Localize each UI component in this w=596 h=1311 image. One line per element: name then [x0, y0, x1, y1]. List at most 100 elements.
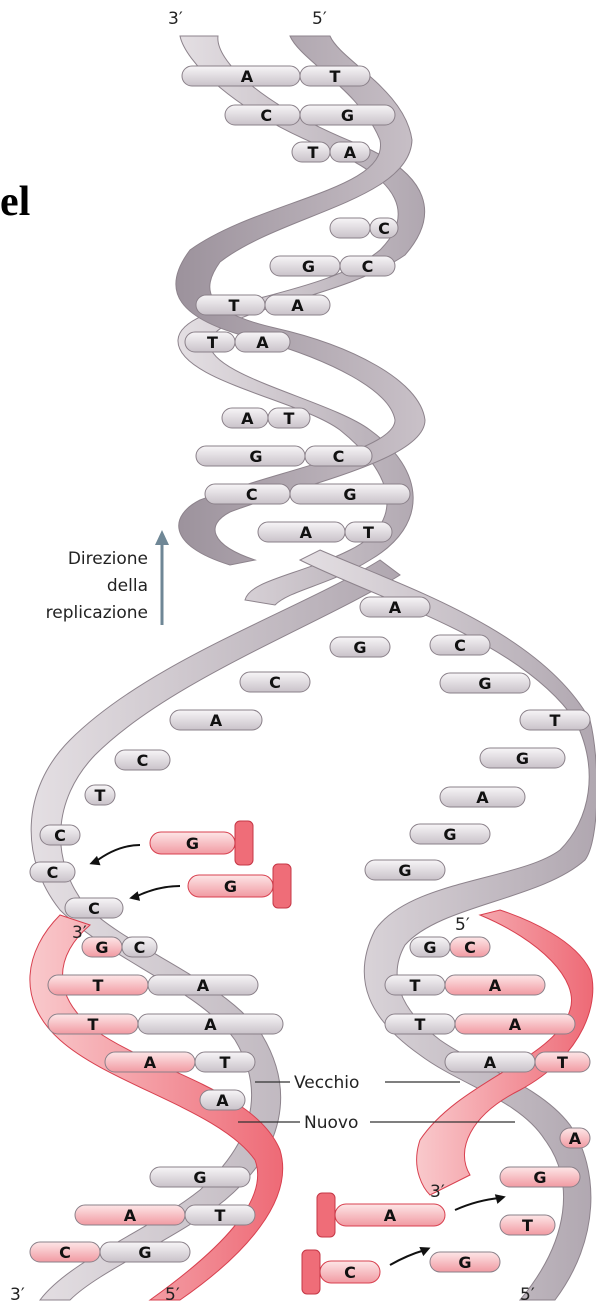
base-letter: G — [224, 877, 237, 896]
fork-right-base: T — [520, 710, 590, 730]
base-letter: A — [300, 523, 313, 542]
base-letter: T — [284, 409, 295, 428]
direction-label-line-1: Direzione — [68, 549, 148, 569]
left-daughter-pair: G — [150, 1167, 250, 1187]
right-daughter-pair: A — [560, 1128, 590, 1148]
end-label-bottom-2: 5′ — [165, 1285, 180, 1305]
base-bar — [330, 218, 370, 238]
base-letter: A — [256, 333, 269, 352]
base-letter: G — [533, 1168, 546, 1187]
old-strand-ribbons — [31, 36, 596, 1300]
fork-right-base: A — [360, 597, 430, 617]
base-letter: A — [197, 976, 210, 995]
base-letter: T — [410, 976, 421, 995]
base-letter: C — [333, 447, 345, 466]
base-letter: A — [489, 976, 502, 995]
fork-right-base: G — [480, 748, 565, 768]
end-label-lower-right: 3′ — [430, 1182, 445, 1202]
base-letter: C — [54, 826, 66, 845]
arrow — [135, 886, 180, 897]
base-letter: T — [415, 1015, 426, 1034]
phosphate-cap — [273, 864, 291, 908]
right-daughter-pair: G — [500, 1167, 580, 1187]
fork-left-base: G — [330, 637, 390, 657]
base-letter: A — [509, 1015, 522, 1034]
base-letter: T — [307, 143, 318, 162]
base-letter: G — [478, 674, 491, 693]
end-label-bottom-3: 5′ — [520, 1285, 535, 1305]
base-letter: T — [207, 333, 218, 352]
base-letter: T — [330, 67, 341, 86]
phosphate-cap — [235, 821, 253, 865]
phosphate-cap — [302, 1250, 320, 1294]
base-letter: A — [124, 1206, 137, 1225]
base-letter: A — [344, 143, 357, 162]
base-letter: T — [557, 1053, 568, 1072]
base-letter: G — [516, 749, 529, 768]
fork-left-base: A — [170, 710, 262, 730]
direction-arrow — [155, 530, 169, 625]
arrow — [455, 1198, 500, 1210]
base-letter: C — [344, 1263, 356, 1282]
base-letter: A — [476, 788, 489, 807]
base-pair: GC — [270, 256, 395, 276]
base-letter: T — [550, 711, 561, 730]
arrow-head — [89, 856, 100, 865]
base-letter: C — [134, 938, 146, 957]
arrow — [95, 845, 140, 862]
fork-right-base: G — [440, 673, 530, 693]
base-letter: G — [341, 106, 354, 125]
base-letter: A — [241, 409, 254, 428]
base-letter: G — [458, 1253, 471, 1272]
base-letter: C — [269, 673, 281, 692]
left-daughter-pair: A — [200, 1090, 245, 1110]
base-pair: CG — [225, 105, 395, 125]
right-daughter-pair: G — [430, 1252, 500, 1272]
arrow-head — [495, 1194, 506, 1204]
fork-right-base: C — [430, 635, 490, 655]
base-letter: T — [88, 1015, 99, 1034]
fork-left-base: T — [85, 785, 115, 805]
base-letter: G — [302, 257, 315, 276]
incoming-nucleotide: A — [317, 1193, 506, 1237]
incoming-nucleotide: G — [89, 821, 253, 865]
base-letter: T — [228, 296, 239, 315]
fork-left-base: C — [65, 898, 123, 918]
base-letter: C — [137, 751, 149, 770]
base-letter: C — [47, 863, 59, 882]
base-letter: C — [362, 257, 374, 276]
end-label-mid-right: 5′ — [455, 915, 470, 935]
base-letter: T — [363, 523, 374, 542]
base-letter: A — [291, 296, 304, 315]
right-daughter-pair: TA — [385, 975, 545, 995]
base-letter: G — [353, 638, 366, 657]
base-letter: G — [398, 861, 411, 880]
base-letter: A — [484, 1053, 497, 1072]
fork-left-base: C — [115, 750, 170, 770]
direction-label: Direzione della replicazione — [46, 549, 148, 623]
base-letter: T — [522, 1216, 533, 1235]
base-letter: G — [249, 447, 262, 466]
base-letter: G — [193, 1168, 206, 1187]
base-letter: T — [215, 1206, 226, 1225]
base-letter: A — [210, 711, 223, 730]
base-letter: A — [569, 1129, 582, 1148]
fork-right-base: G — [365, 860, 445, 880]
old-strand-label: Vecchio — [294, 1073, 359, 1093]
base-letter: T — [93, 976, 104, 995]
direction-label-line-2: della — [107, 576, 148, 596]
arrow-head — [129, 891, 140, 901]
base-letter: C — [378, 219, 390, 238]
base-letter: A — [204, 1015, 217, 1034]
base-letter: T — [95, 786, 106, 805]
base-pair: AT — [222, 408, 310, 428]
base-letter: A — [384, 1206, 397, 1225]
incoming-nucleotide: C — [302, 1247, 431, 1294]
